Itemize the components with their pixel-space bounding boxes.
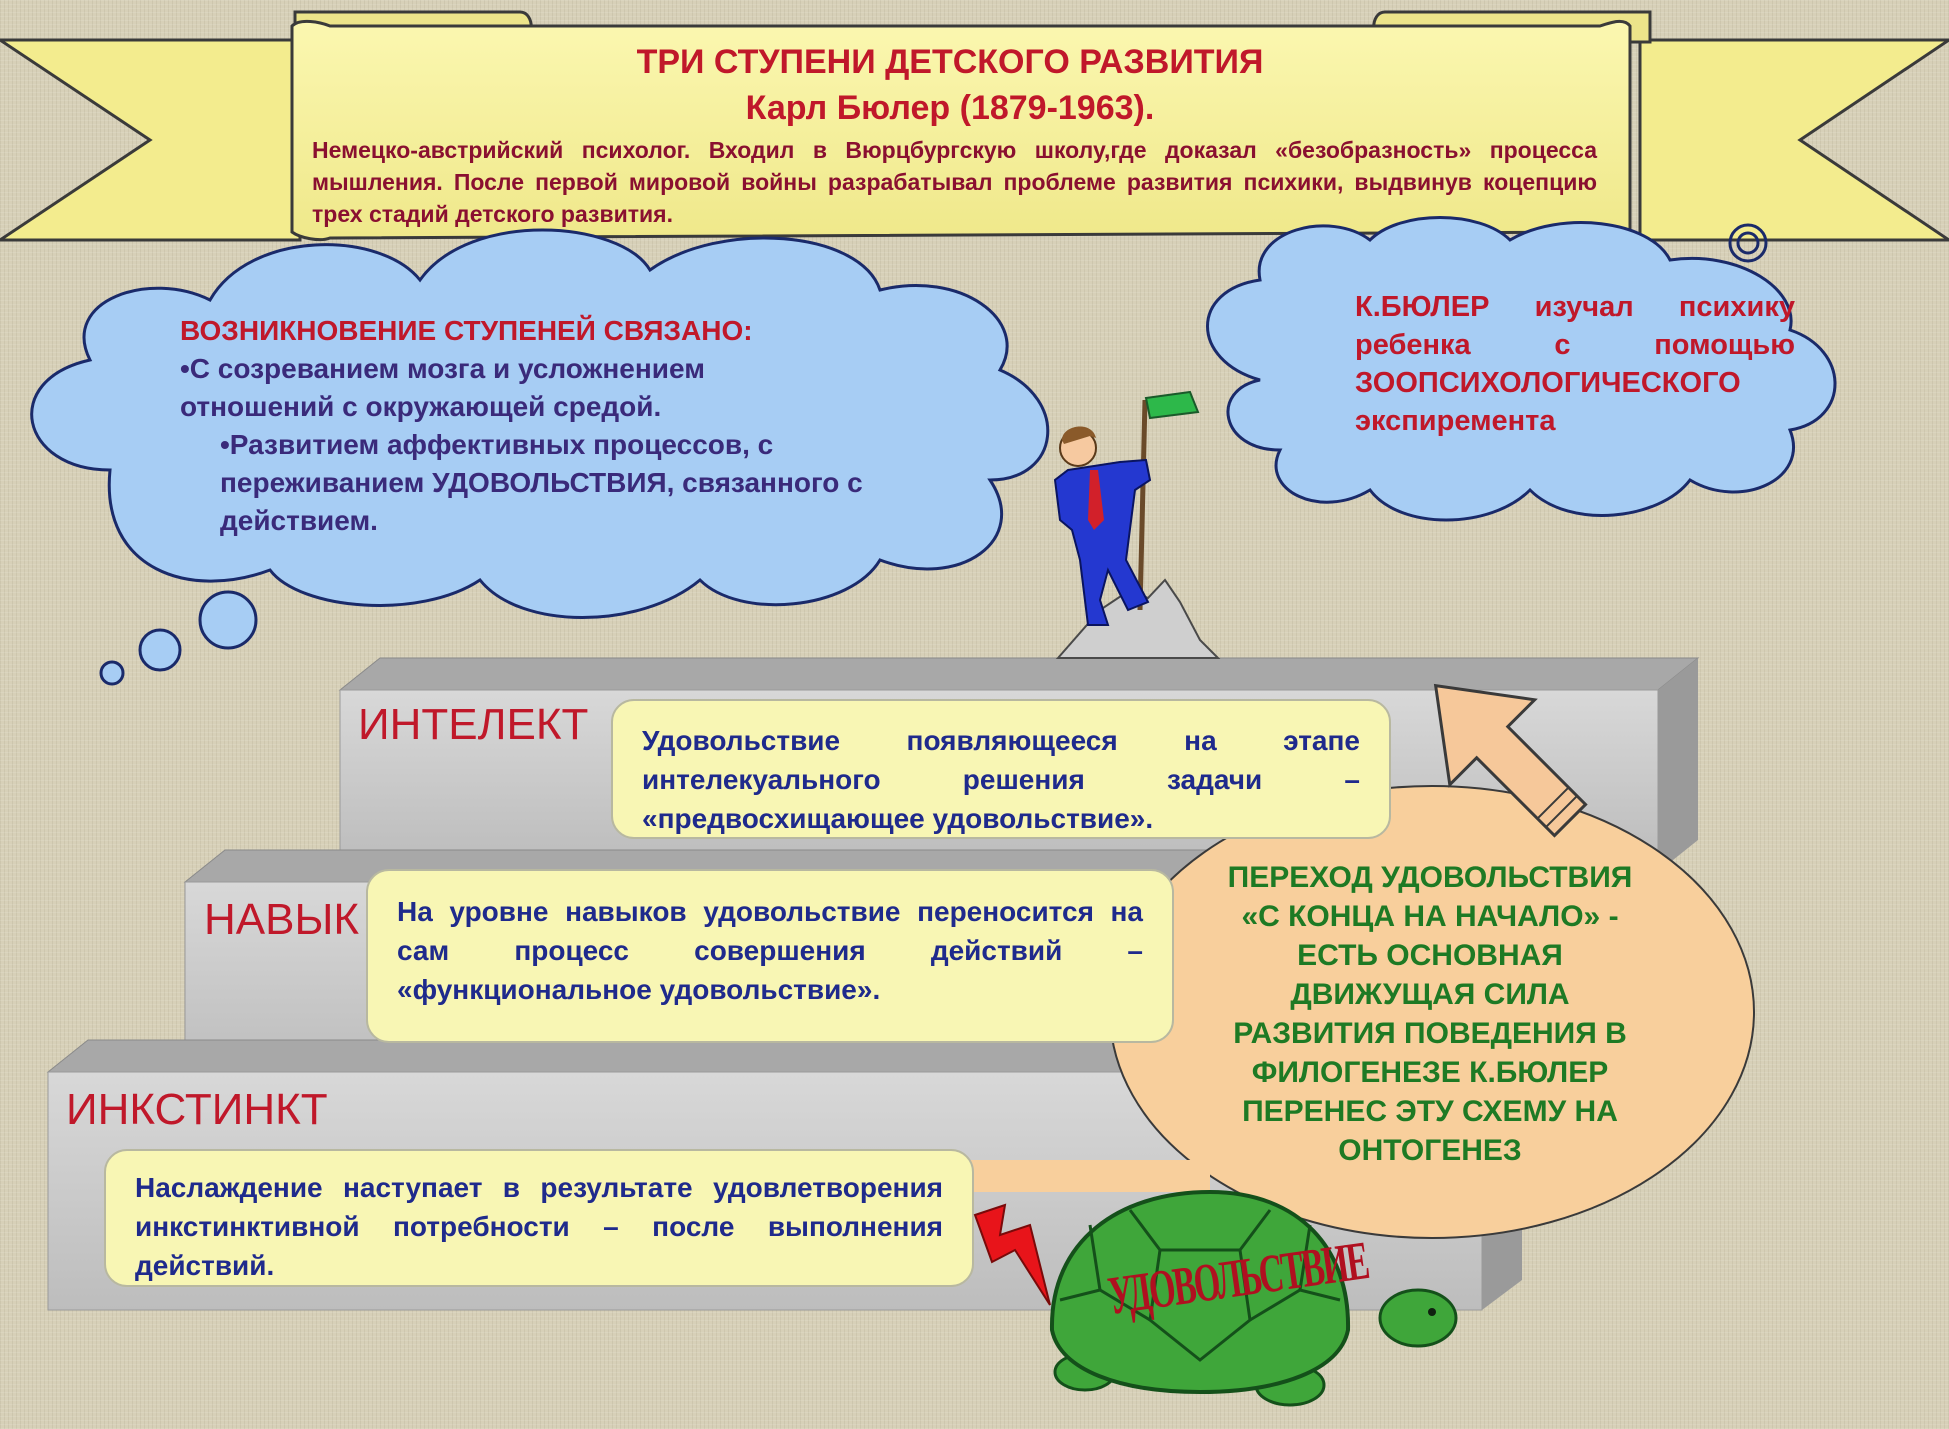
turtle-shell bbox=[1049, 1189, 1351, 1395]
banner-ribbon-left bbox=[0, 38, 302, 242]
step-label-skill: НАВЫК bbox=[204, 895, 360, 944]
target-icon bbox=[1728, 223, 1768, 263]
note-box-skill bbox=[366, 869, 1174, 1043]
flag-green bbox=[1144, 390, 1200, 420]
cloud-left-bullet-1: •С созреванием мозга и усложнением отнош… bbox=[180, 353, 705, 422]
thought-bubble-small bbox=[99, 660, 125, 686]
banner-ribbon-right bbox=[1638, 38, 1949, 242]
turtle-illustration bbox=[1049, 1189, 1458, 1407]
cloud-right-text: К.БЮЛЕР изучал психику ребенка с помощью… bbox=[1355, 291, 1795, 437]
cloud-left-bullet-2: •Развитием аффективных процессов, с пере… bbox=[220, 429, 863, 536]
cloud-left-heading: ВОЗНИКНОВЕНИЕ СТУПЕНЕЙ СВЯЗАНО: bbox=[180, 315, 753, 346]
page-title: ТРИ СТУПЕНИ ДЕТСКОГО РАЗВИТИЯ bbox=[636, 43, 1264, 81]
step-intellect-top bbox=[338, 657, 1700, 691]
note-intellect: Удовольствие появляющееся на этапе интел… bbox=[642, 725, 1360, 834]
cloud-right-shape bbox=[1206, 216, 1837, 522]
climber-tie bbox=[1088, 470, 1104, 530]
up-right-arrow bbox=[1433, 683, 1588, 838]
lightning-bolt-icon bbox=[973, 1203, 1051, 1306]
note-box-intellect bbox=[611, 699, 1391, 839]
cloud-right bbox=[1206, 216, 1837, 522]
climber-illustration bbox=[1053, 390, 1221, 659]
note-skill: На уровне навыков удовольствие переносит… bbox=[397, 896, 1143, 1005]
thought-cloud-left bbox=[30, 228, 1050, 686]
step-intellect-side bbox=[1658, 658, 1698, 872]
title-banner bbox=[0, 10, 1949, 242]
cloud-left-text: ВОЗНИКНОВЕНИЕ СТУПЕНЕЙ СВЯЗАНО: •С созре… bbox=[180, 312, 960, 540]
connector-tab bbox=[955, 1160, 1210, 1192]
note-instinct: Наслаждение наступает в результате удовл… bbox=[135, 1172, 943, 1281]
climber-body bbox=[1053, 458, 1152, 626]
note-box-instinct bbox=[104, 1149, 974, 1287]
note-boxes bbox=[104, 699, 1391, 1287]
rock-peak bbox=[1055, 578, 1221, 659]
transition-oval-group bbox=[955, 683, 1755, 1239]
banner-description: Немецко-австрийский психолог. Входил в В… bbox=[312, 137, 1597, 227]
step-label-intellect: ИНТЕЛЕКТ bbox=[358, 700, 589, 749]
transition-oval-text: ПЕРЕХОД УДОВОЛЬСТВИЯ «С КОНЦА НА НАЧАЛО»… bbox=[1227, 861, 1633, 1167]
thought-bubble-large bbox=[198, 590, 258, 650]
turtle-head bbox=[1378, 1288, 1458, 1348]
cloud-left-shape bbox=[30, 228, 1050, 619]
thought-bubble-medium bbox=[138, 628, 182, 672]
step-label-instinct: ИНКСТИНКТ bbox=[66, 1085, 328, 1134]
page-subtitle: Карл Бюлер (1879-1963). bbox=[745, 89, 1155, 127]
